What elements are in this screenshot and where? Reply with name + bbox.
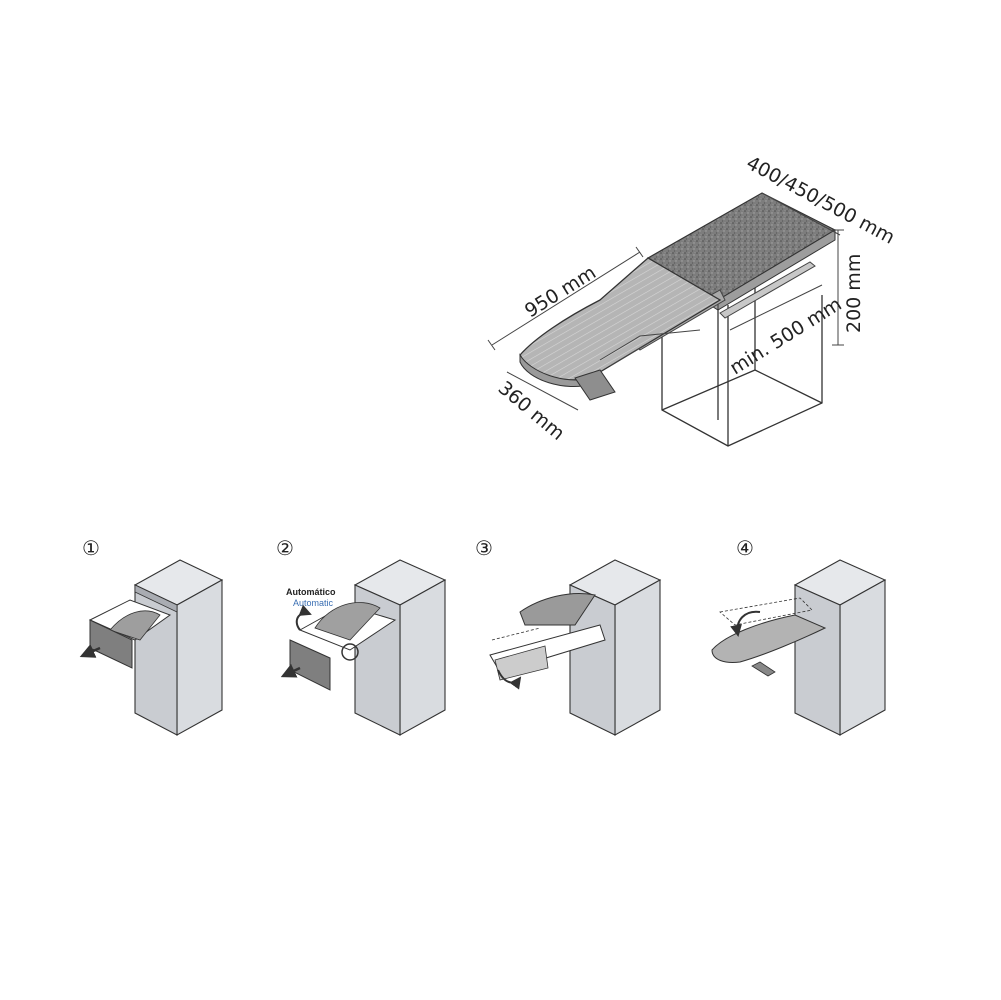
step-3-number: ③ <box>475 536 493 560</box>
step-1-pull-arrow <box>79 644 101 658</box>
step-3-cabinet <box>568 559 662 736</box>
cabinet-frame <box>661 280 823 447</box>
step-3-rotate-arrow <box>497 669 522 690</box>
step-2-rotate-arrow <box>295 604 312 631</box>
step-2-label-primary: Automático <box>286 587 336 597</box>
step-2-pull-arrow <box>280 663 301 678</box>
main-illustration: 400/450/500 mm 950 mm 360 mm 200 mm min.… <box>487 152 898 447</box>
step-4-unfold-arrow <box>730 610 761 637</box>
ironing-board <box>519 257 722 401</box>
step-4-number: ④ <box>736 536 754 560</box>
step-1-number: ① <box>82 536 100 560</box>
step-1: ① <box>79 536 224 736</box>
step-1-drawer <box>88 599 172 669</box>
step-1-cabinet <box>133 559 224 736</box>
step-2: ② Automático Automatic <box>276 536 447 736</box>
step-4-cabinet <box>793 559 887 736</box>
dim-height-label: 200 mm <box>843 254 865 333</box>
dimension-lines <box>487 192 844 411</box>
step-4: ④ <box>711 536 887 736</box>
step-2-cabinet <box>353 559 447 736</box>
step-4-board <box>711 597 827 677</box>
step-2-drawer <box>289 602 397 691</box>
step-3: ③ <box>475 536 662 736</box>
step-2-number: ② <box>276 536 294 560</box>
dim-board-width-label: 360 mm <box>494 377 569 445</box>
step-3-board <box>489 593 606 681</box>
step-2-label-secondary: Automatic <box>293 598 334 608</box>
